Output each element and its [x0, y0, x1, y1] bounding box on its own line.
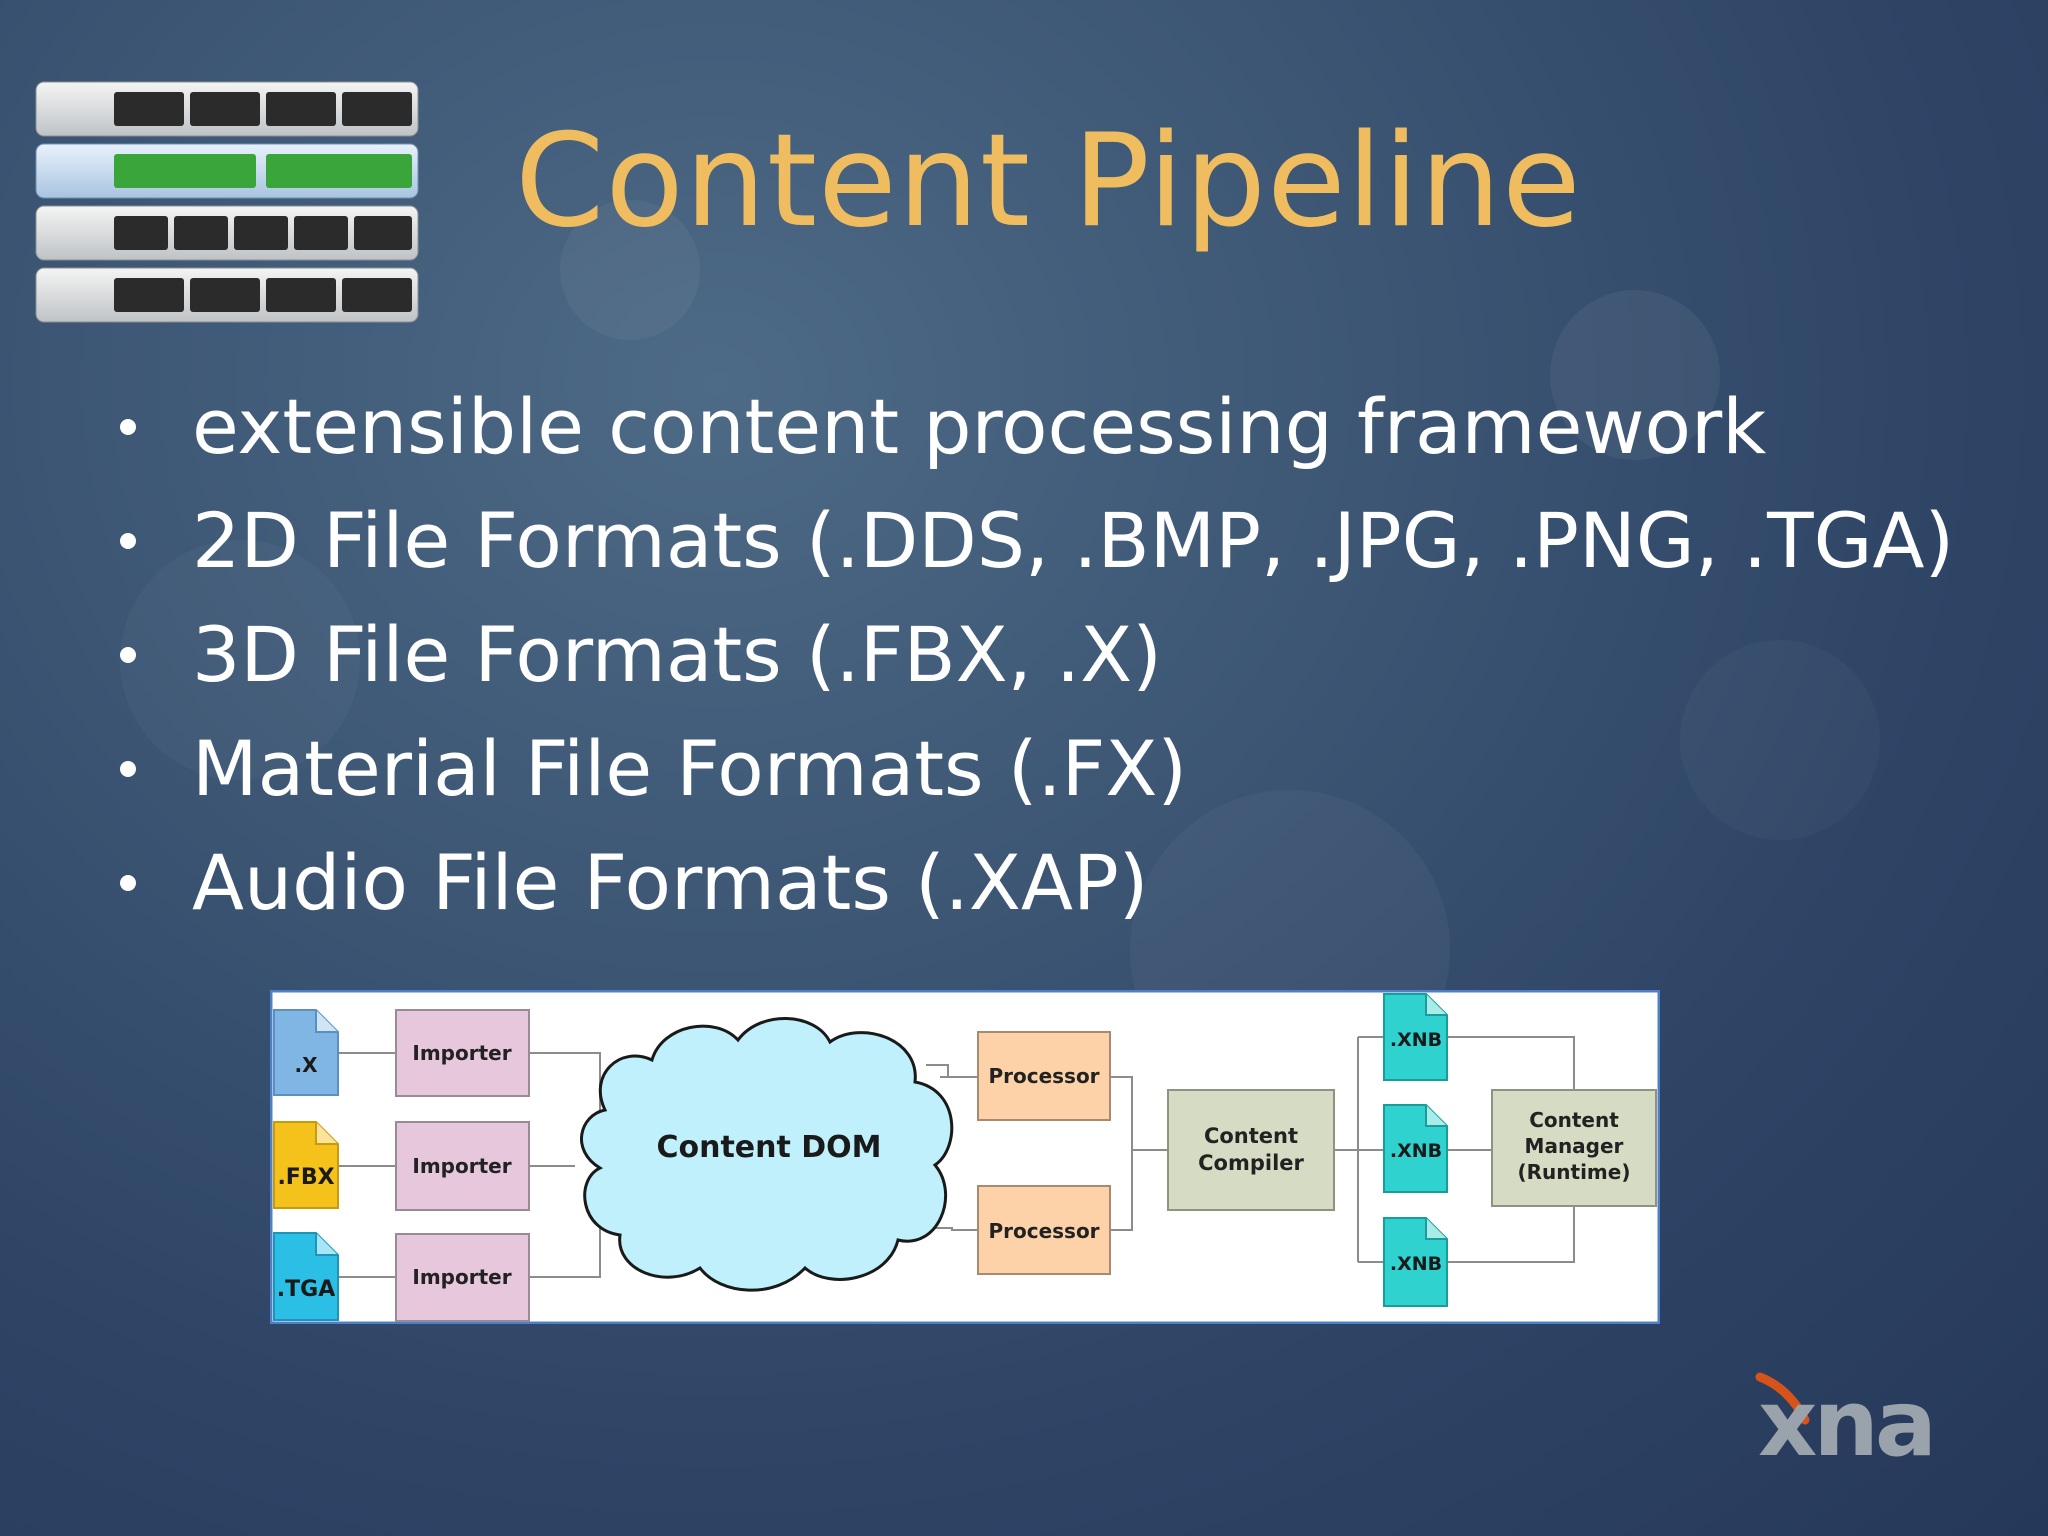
bullet-text: 2D File Formats (.DDS, .BMP, .JPG, .PNG,…: [192, 496, 1955, 585]
bullet-dot: [120, 419, 136, 435]
input-file-tga: .TGA: [273, 1232, 339, 1321]
importer-label: Importer: [412, 1041, 511, 1065]
bullet-list: extensible content processing framework …: [120, 370, 1954, 940]
content-compiler-box: Content Compiler: [1167, 1089, 1335, 1211]
importer-label: Importer: [412, 1154, 511, 1178]
bullet-dot: [120, 761, 136, 777]
bullet-text: Material File Formats (.FX): [192, 724, 1188, 813]
bullet-dot: [120, 647, 136, 663]
bullet-item: 2D File Formats (.DDS, .BMP, .JPG, .PNG,…: [120, 484, 1954, 598]
importer-box: Importer: [395, 1233, 530, 1322]
content-dom-label: Content DOM: [656, 1130, 881, 1165]
stack-row-1: [35, 81, 419, 137]
slide-title: Content Pipeline: [515, 107, 1582, 256]
input-file-label: .X: [294, 1053, 318, 1077]
input-file-label: .TGA: [277, 1277, 335, 1302]
importer-box: Importer: [395, 1121, 530, 1211]
importer-label: Importer: [412, 1265, 511, 1289]
processor-box: Processor: [977, 1031, 1111, 1121]
content-pipeline-diagram: .X .FBX .TGA Importer Importer Importer …: [270, 990, 1660, 1324]
manager-label: Content: [1529, 1108, 1619, 1132]
xna-logo: xna: [1755, 1370, 1937, 1475]
xnb-label: .XNB: [1390, 1029, 1442, 1051]
content-manager-box: Content Manager (Runtime): [1491, 1089, 1657, 1207]
logo-swoosh-icon: [1755, 1372, 1810, 1425]
stack-row-3: [35, 205, 419, 261]
bullet-item: Material File Formats (.FX): [120, 712, 1954, 826]
bullet-dot: [120, 533, 136, 549]
processor-box: Processor: [977, 1185, 1111, 1275]
bullet-item: 3D File Formats (.FBX, .X): [120, 598, 1954, 712]
bullet-text: Audio File Formats (.XAP): [192, 838, 1149, 927]
xnb-file: .XNB: [1383, 1217, 1448, 1307]
processor-label: Processor: [988, 1219, 1099, 1243]
manager-label: Manager: [1525, 1134, 1624, 1158]
processor-label: Processor: [988, 1064, 1099, 1088]
xna-architecture-thumbnail: [35, 81, 419, 323]
xnb-label: .XNB: [1390, 1253, 1442, 1275]
stack-row-2: [35, 143, 419, 199]
bullet-item: extensible content processing framework: [120, 370, 1954, 484]
manager-label: (Runtime): [1518, 1160, 1631, 1184]
importer-box: Importer: [395, 1009, 530, 1097]
xnb-file: .XNB: [1383, 1104, 1448, 1193]
xnb-file: .XNB: [1383, 993, 1448, 1081]
bullet-dot: [120, 875, 136, 891]
input-file-fbx: .FBX: [273, 1121, 339, 1209]
compiler-label: Content: [1204, 1124, 1298, 1148]
content-dom-cloud: Content DOM: [580, 1017, 954, 1292]
compiler-label: Compiler: [1198, 1151, 1304, 1175]
bullet-text: extensible content processing framework: [192, 382, 1767, 471]
xnb-label: .XNB: [1390, 1140, 1442, 1162]
logo-text: xna: [1758, 1370, 1933, 1475]
input-file-x: .X: [273, 1009, 339, 1096]
stack-row-4: [35, 267, 419, 323]
input-file-label: .FBX: [277, 1165, 334, 1190]
bullet-text: 3D File Formats (.FBX, .X): [192, 610, 1162, 699]
bullet-item: Audio File Formats (.XAP): [120, 826, 1954, 940]
